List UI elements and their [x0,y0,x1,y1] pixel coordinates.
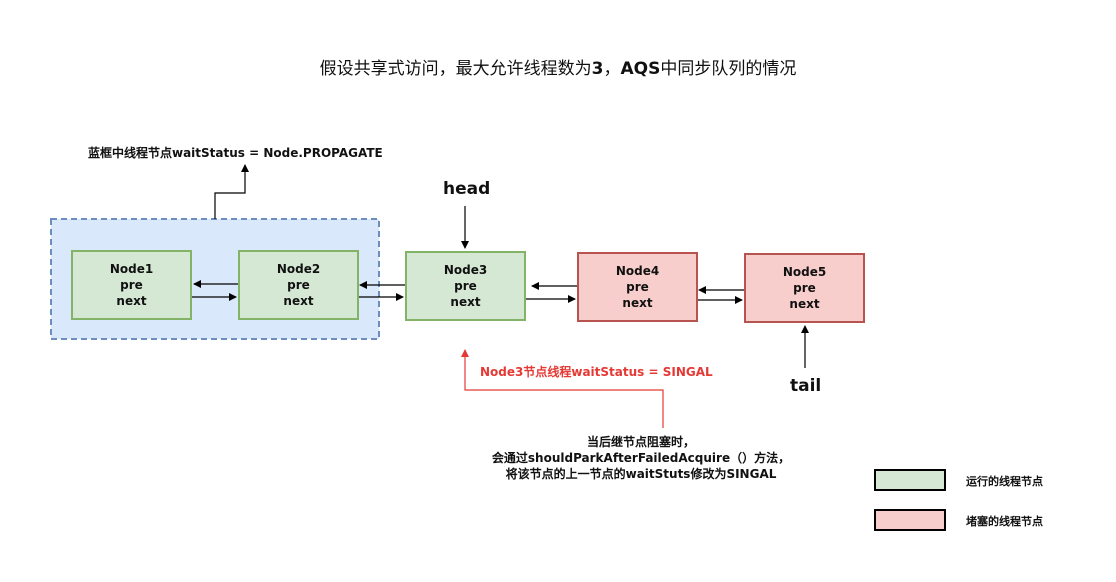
legend-blocked-swatch [874,509,946,531]
node-name: Node2 [276,262,321,276]
page-title: 假设共享式访问，最大允许线程数为3，AQS中同步队列的情况 [319,59,797,79]
node-name: Node5 [782,265,827,279]
node-name: Node4 [615,264,660,278]
node-pre: pre [454,279,477,293]
node-pre: pre [287,278,310,292]
node-4: Node4 pre next [577,252,698,322]
node-pre: pre [626,280,649,294]
node-pre: pre [120,278,143,292]
group-note-arrow [214,164,249,219]
node-1: Node1 pre next [71,250,192,320]
signal-note: Node3节点线程waitStatus = SINGAL [480,365,713,379]
node-next: next [789,297,820,311]
node-next: next [283,294,314,308]
explanation-line-2: 会通过shouldParkAfterFailedAcquire（）方法， [491,451,791,465]
tail-label: tail [790,376,822,396]
explanation-line-1: 当后继节点阻塞时， [586,435,695,449]
node-pre: pre [793,281,816,295]
node-next: next [622,296,653,310]
explanation-note: 当后继节点阻塞时， 会通过shouldParkAfterFailedAcquir… [486,434,796,482]
node-3: Node3 pre next [405,251,526,321]
legend-blocked-label: 堵塞的线程节点 [966,515,1043,528]
node-next: next [450,295,481,309]
group-note-label: 蓝框中线程节点waitStatus = Node.PROPAGATE [88,146,383,160]
signal-arrow [461,349,664,428]
legend-running-swatch [874,469,946,491]
head-label: head [443,179,491,199]
node-5: Node5 pre next [744,253,865,323]
node-next: next [116,294,147,308]
node-name: Node3 [443,263,488,277]
legend-running-label: 运行的线程节点 [966,475,1043,488]
node-name: Node1 [109,262,154,276]
explanation-line-3: 将该节点的上一节点的waitStuts修改为SINGAL [505,467,777,481]
node-2: Node2 pre next [238,250,359,320]
